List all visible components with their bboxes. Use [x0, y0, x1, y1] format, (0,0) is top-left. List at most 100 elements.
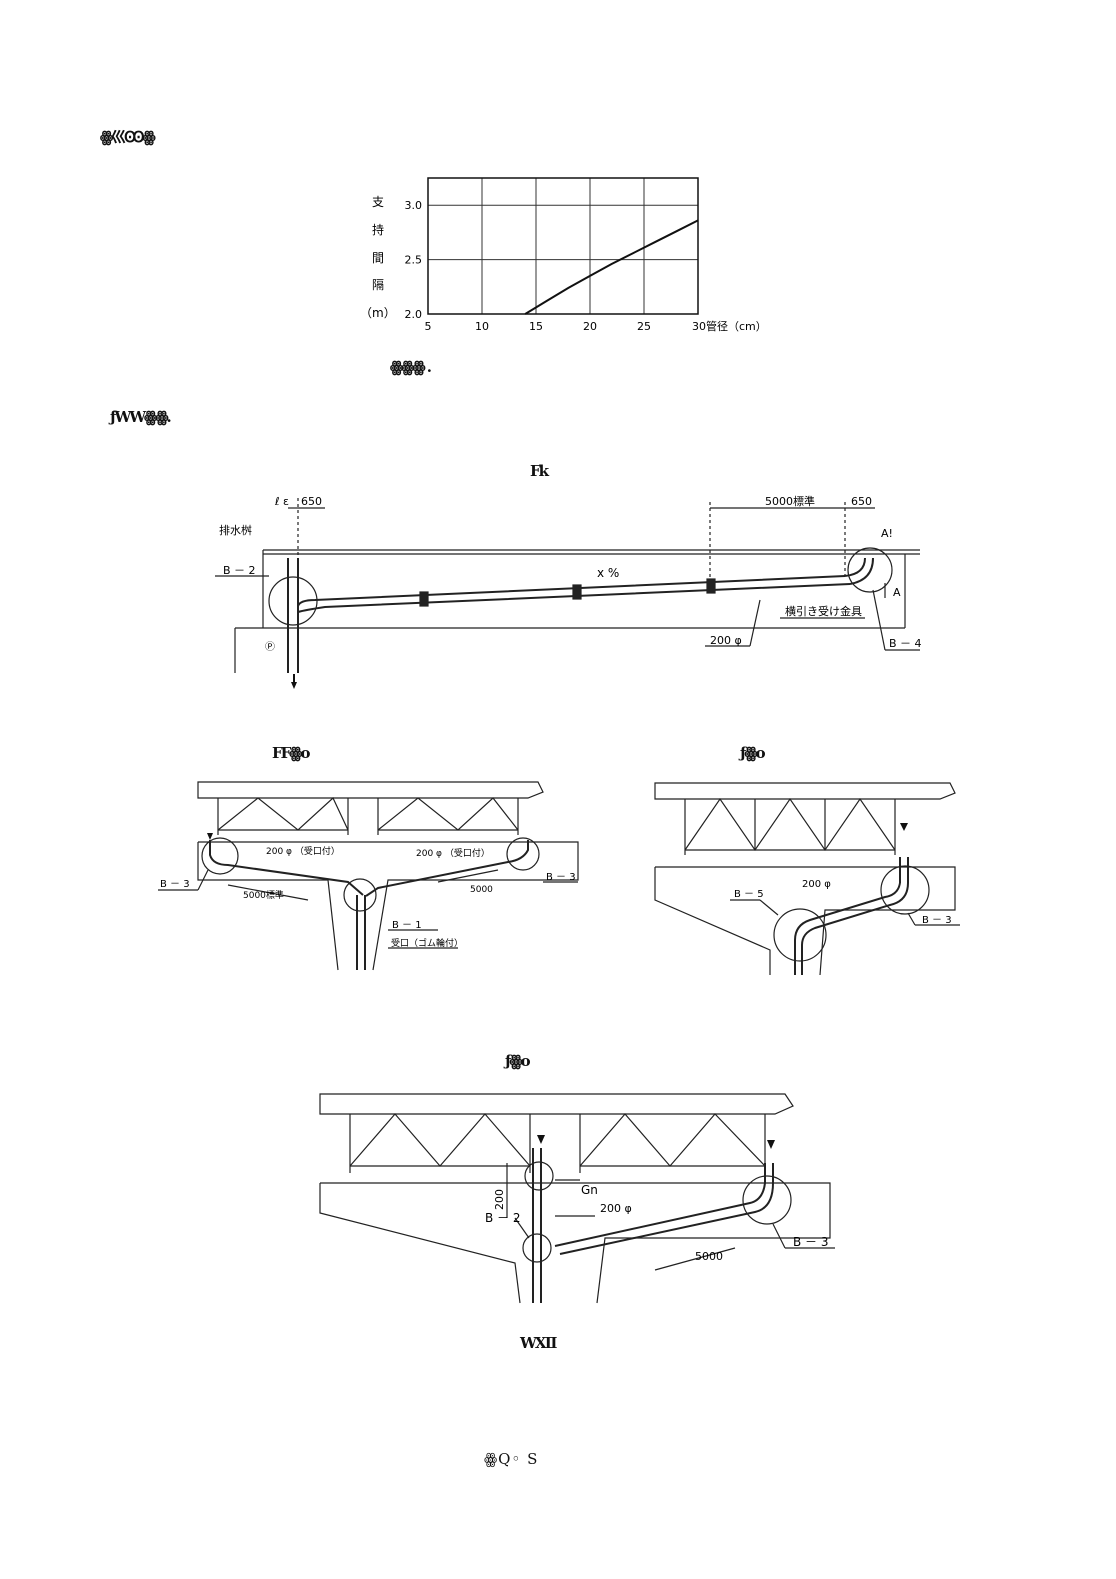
chart-y-tick-label: 3.0	[405, 199, 423, 212]
chart-series	[524, 219, 699, 315]
figure-caption-2: WⅫ	[520, 1334, 557, 1352]
label-5000: 5000	[470, 885, 493, 895]
label-p: Ⓟ	[265, 641, 275, 653]
label-200-vertical: 200	[493, 1189, 506, 1210]
diagram-caption-4: ƒꙮo	[505, 1052, 531, 1070]
label-b3-right: B － 3	[546, 872, 576, 883]
detail-circle-b3	[880, 865, 930, 915]
pipe-right	[365, 840, 529, 897]
section-heading: ꙮ巛Ꙭꙮ	[100, 128, 156, 146]
chart-y-tick-label: 2.0	[405, 308, 423, 321]
page-number: ꙮQ◦ S	[484, 1450, 539, 1468]
pier-drain-diagram-left: 200 φ （受口付） 200 φ （受口付） B － 3 5000標準 500…	[158, 781, 579, 971]
chart-y-label-char: 支	[372, 195, 384, 209]
longitudinal-drain-diagram: ℓ ε 650 排水桝 B － 2 Ⓟ x % 5000標準 650 A! A …	[215, 494, 922, 689]
sloped-pipe-top	[297, 575, 846, 607]
pier-cap-left	[654, 867, 771, 975]
label-le: ℓ ε	[274, 495, 289, 508]
chart-grid	[428, 178, 698, 315]
down-arrow-icon	[207, 833, 213, 840]
label-650-left: 650	[301, 495, 322, 508]
chart-x-tick-label: 15	[529, 320, 543, 333]
label-5000-standard: 5000標準	[243, 889, 284, 901]
chart-caption: ꙮꙮꙮ .	[390, 358, 432, 376]
chart-y-label-char: （m）	[360, 306, 396, 320]
chart-x-tick-label: 25	[637, 320, 651, 333]
label-650-right: 650	[851, 495, 872, 508]
chart-y-label-char: 隔	[372, 278, 384, 292]
label-a-top: A!	[881, 527, 893, 540]
pier-drain-diagram-right: 200 φ B － 5 B － 3	[654, 782, 960, 976]
label-pipe-200: 200 φ	[710, 634, 742, 647]
label-b2: B － 2	[223, 564, 256, 577]
pipe-left	[209, 840, 364, 896]
pier-cap-left	[197, 842, 339, 971]
detail-circle-b3-right	[506, 837, 540, 871]
label-pipe: 200 φ	[600, 1202, 632, 1215]
chart-x-ticks: 5 10 15 20 25 30管径（cm）	[425, 319, 767, 333]
down-arrow-icon	[291, 682, 297, 689]
pier-cap-left	[319, 1183, 521, 1304]
label-b1: B － 1	[392, 920, 422, 931]
chart-x-tick-label: 10	[475, 320, 489, 333]
label-gn: Gn	[581, 1183, 598, 1197]
pier-drain-diagram-bottom: 200 Gn B － 2 200 φ 5000 B － 3	[319, 1093, 835, 1304]
label-5000: 5000	[695, 1250, 723, 1263]
detail-circle-b3-left	[201, 837, 239, 875]
label-socket: 受口（ゴム輪付）	[391, 937, 463, 949]
label-a-side: A	[893, 586, 901, 599]
diagram-caption-2: FFꙮo	[272, 744, 310, 762]
detail-circle-b5	[773, 908, 827, 962]
down-arrow-icon	[900, 823, 908, 831]
pier-cap-right	[198, 841, 579, 971]
chart-x-tick-label: 30管径（cm）	[692, 319, 767, 333]
truss-left	[217, 797, 349, 831]
detail-circle-gn	[524, 1161, 554, 1191]
diagram-caption-3: ƒꙮo	[740, 744, 766, 762]
chart-y-label-char: 持	[372, 222, 384, 237]
down-arrow-icon	[537, 1135, 545, 1144]
label-pipe-left: 200 φ （受口付）	[266, 845, 340, 857]
label-drain-basin: 排水桝	[219, 523, 252, 537]
label-b4: B － 4	[889, 637, 922, 650]
label-pipe-right: 200 φ （受口付）	[416, 847, 490, 859]
label-b2: B － 2	[485, 1211, 521, 1225]
deck-slab	[654, 782, 956, 800]
sloped-pipe	[794, 882, 901, 975]
chart-y-tick-label: 2.5	[405, 254, 423, 267]
chart-series-line	[524, 219, 699, 315]
label-pipe: 200 φ	[802, 879, 831, 890]
label-hanger: 横引き受け金具	[785, 604, 862, 618]
detail-circle-b1	[343, 878, 377, 912]
chart-y-label-char: 間	[372, 251, 384, 265]
label-slope: x %	[597, 566, 619, 580]
detail-circle-b4	[847, 547, 893, 593]
down-arrow-icon-2	[767, 1140, 775, 1149]
detail-circle-b3	[742, 1175, 792, 1225]
pier-cap-right	[320, 1182, 831, 1304]
sloped-pipe	[554, 1182, 766, 1247]
sloped-pipe-bottom	[297, 583, 851, 613]
chart-x-tick-label: 20	[583, 320, 597, 333]
truss	[684, 797, 896, 852]
truss-left	[349, 1113, 531, 1167]
chart-x-tick-label: 5	[425, 320, 432, 333]
label-b5: B － 5	[734, 889, 764, 900]
deck-slab	[197, 781, 544, 799]
label-b3: B － 3	[922, 915, 952, 926]
label-b3: B － 3	[793, 1235, 829, 1249]
detail-circle-b2	[522, 1233, 552, 1263]
truss-right	[377, 797, 519, 831]
label-b3-left: B － 3	[160, 879, 190, 890]
label-5000-standard: 5000標準	[765, 494, 815, 508]
truss-right	[579, 1113, 766, 1167]
section-heading-2: ƒWWꙮꙮ.	[110, 408, 172, 426]
pier-cap-right	[655, 866, 956, 976]
detail-circle-b2	[268, 576, 318, 626]
deck-slab	[319, 1093, 794, 1115]
chart-plot-frame	[427, 177, 699, 315]
diagram-caption-1: Fk	[530, 462, 549, 480]
chart-y-ticks: 2.0 2.5 3.0	[405, 199, 423, 321]
